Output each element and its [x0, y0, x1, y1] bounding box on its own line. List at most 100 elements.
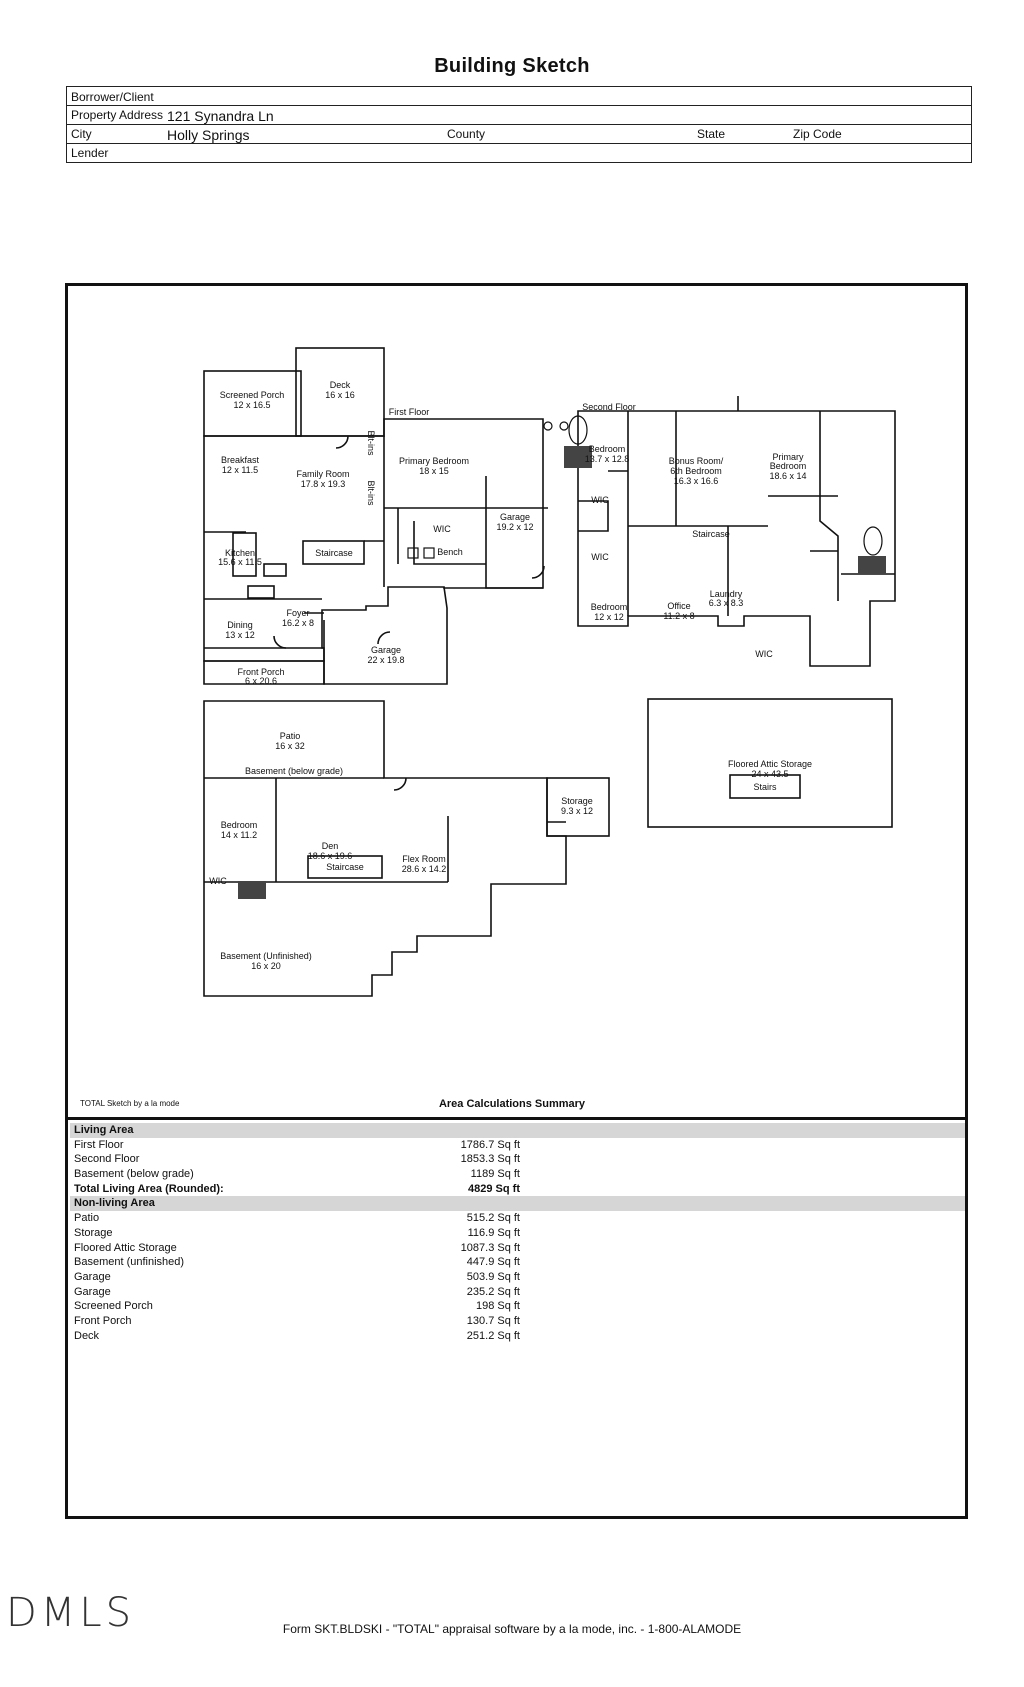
- city-value: Holly Springs: [167, 127, 250, 143]
- form-footer: Form SKT.BLDSKI - "TOTAL" appraisal soft…: [282, 1622, 742, 1636]
- room-patio-name: Patio: [280, 731, 301, 741]
- living-area-header: Living Area: [70, 1123, 965, 1138]
- room-bedroom-a-name: Bedroom: [589, 444, 626, 454]
- room-bonus-sub: 6th Bedroom: [670, 466, 722, 476]
- room-den-dim: 18.6 x 19.6: [308, 851, 353, 861]
- borrower-row: Borrower/Client: [66, 86, 972, 106]
- room-bonus-dim: 16.3 x 16.6: [674, 476, 719, 486]
- room-wic-3: WIC: [591, 552, 609, 562]
- room-office-dim: 11.2 x 8: [663, 611, 694, 621]
- summary-row: Basement (unfinished)447.9 Sq ft: [74, 1256, 520, 1269]
- room-bonus-name: Bonus Room/: [669, 456, 724, 466]
- room-laundry-name: Laundry: [710, 589, 743, 599]
- room-patio-dim: 16 x 32: [275, 741, 305, 751]
- room-kitchen-name: Kitchen: [225, 548, 255, 558]
- room-office-name: Office: [667, 601, 690, 611]
- page-title: Building Sketch: [434, 55, 590, 77]
- room-laundry-dim: 6.3 x 8.3: [709, 598, 744, 608]
- room-garage-2-name: Garage: [371, 645, 401, 655]
- room-wic-5: WIC: [209, 876, 227, 886]
- room-dining-dim: 13 x 12: [225, 630, 255, 640]
- room-flex-room-dim: 28.6 x 14.2: [402, 864, 447, 874]
- room-bedroom-b-dim: 12 x 12: [594, 612, 624, 622]
- room-primary-bedroom-1-dim: 18 x 15: [419, 466, 449, 476]
- room-foyer-dim: 16.2 x 8: [282, 618, 314, 628]
- room-bench: Bench: [437, 547, 463, 557]
- sketch-credit: TOTAL Sketch by a la mode: [80, 1099, 180, 1108]
- room-foyer-name: Foyer: [286, 608, 309, 618]
- room-breakfast-name: Breakfast: [221, 455, 260, 465]
- room-garage-1-name: Garage: [500, 512, 530, 522]
- attic-outline: [647, 698, 893, 828]
- room-bedroom-a-dim: 13.7 x 12.8: [585, 454, 630, 464]
- header-table: Borrower/Client Property Address 121 Syn…: [66, 86, 972, 163]
- state-label: State: [697, 127, 726, 141]
- room-flex-room-name: Flex Room: [402, 854, 446, 864]
- room-bedroom-b-name: Bedroom: [591, 602, 628, 612]
- total-living-row: Total Living Area (Rounded):4829 Sq ft: [74, 1182, 520, 1195]
- room-attic-dim: 24 x 43.5: [751, 769, 788, 779]
- room-storage-dim: 9.3 x 12: [561, 806, 593, 816]
- room-basement-unfinished-dim: 16 x 20: [251, 961, 281, 971]
- dmls-logo: DMLS: [6, 1590, 135, 1636]
- summary-row: Basement (below grade)1189 Sq ft: [74, 1168, 520, 1181]
- room-stairs: Stairs: [753, 782, 777, 792]
- room-primary-bedroom-2-dim: 18.6 x 14: [769, 471, 806, 481]
- room-primary-bedroom-1-name: Primary Bedroom: [399, 456, 469, 466]
- lender-row: Lender: [66, 143, 972, 163]
- room-den-name: Den: [322, 841, 339, 851]
- room-family-room-dim: 17.8 x 19.3: [301, 479, 346, 489]
- address-label: Property Address: [71, 108, 164, 122]
- room-primary-bedroom-2-name: Primary: [773, 452, 804, 462]
- lender-label: Lender: [71, 146, 109, 160]
- room-built-in-1: Blt-ins: [366, 430, 376, 456]
- room-kitchen-dim: 15.6 x 11.5: [218, 557, 262, 567]
- basement-label: Basement (below grade): [245, 766, 343, 776]
- room-wic-4: WIC: [755, 649, 773, 659]
- room-dining-name: Dining: [227, 620, 253, 630]
- room-storage-name: Storage: [561, 796, 593, 806]
- room-bedroom-c-name: Bedroom: [221, 820, 258, 830]
- room-front-porch-name: Front Porch: [237, 667, 284, 677]
- room-garage-1-dim: 19.2 x 12: [496, 522, 533, 532]
- summary-divider: [65, 1117, 968, 1120]
- room-staircase-2: Staircase: [692, 529, 730, 539]
- second-floor-outline: [577, 410, 896, 667]
- nonliving-area-header: Non-living Area: [70, 1196, 965, 1212]
- room-breakfast-dim: 12 x 11.5: [222, 465, 258, 475]
- floor-plan: Screened Porch 12 x 16.5 Deck 16 x 16 Fi…: [203, 347, 896, 997]
- room-family-room-name: Family Room: [296, 469, 349, 479]
- address-value: 121 Synandra Ln: [167, 108, 274, 124]
- city-row: City Holly Springs County State Zip Code: [66, 124, 972, 144]
- borrower-label: Borrower/Client: [71, 90, 154, 104]
- room-screened-porch-name: Screened Porch: [220, 390, 285, 400]
- address-row: Property Address 121 Synandra Ln: [66, 105, 972, 125]
- room-wic-1: WIC: [433, 524, 451, 534]
- second-floor-label: Second Floor: [582, 402, 636, 412]
- room-basement-unfinished-name: Basement (Unfinished): [220, 951, 312, 961]
- room-deck-name: Deck: [330, 380, 351, 390]
- county-label: County: [447, 127, 486, 141]
- city-label: City: [71, 127, 92, 141]
- zip-label: Zip Code: [793, 127, 842, 141]
- basement-outline: [203, 700, 567, 997]
- room-attic-name: Floored Attic Storage: [728, 759, 812, 769]
- room-built-in-2: Blt-ins: [366, 480, 376, 506]
- room-staircase-1: Staircase: [315, 548, 353, 558]
- first-floor-label: First Floor: [389, 407, 430, 417]
- room-staircase-3: Staircase: [326, 862, 364, 872]
- room-screened-porch-dim: 12 x 16.5: [233, 400, 270, 410]
- room-wic-2: WIC: [591, 495, 609, 505]
- room-primary-bedroom-2-sub: Bedroom: [770, 461, 807, 471]
